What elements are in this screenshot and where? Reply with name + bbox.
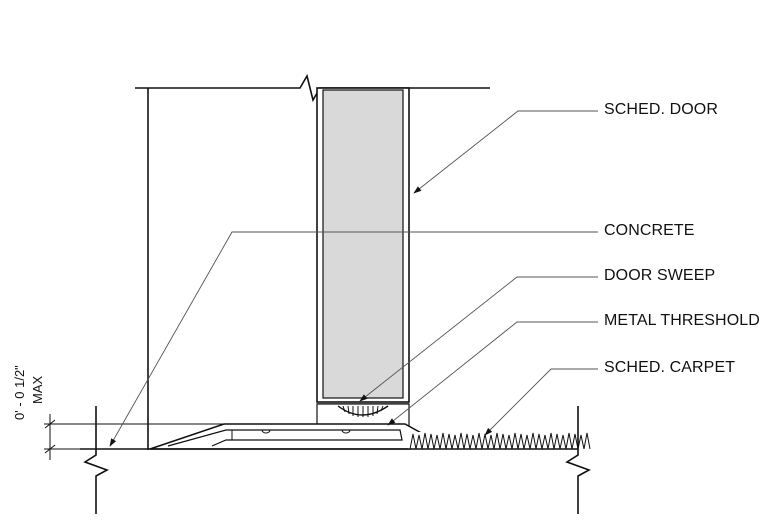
label-sched-carpet: SCHED. CARPET	[604, 359, 736, 376]
leader-door-sweep	[359, 276, 598, 402]
label-door-sweep: DOOR SWEEP	[604, 267, 716, 284]
leader-sched-carpet	[484, 368, 598, 436]
metal-threshold	[149, 423, 436, 450]
door-leaf	[316, 87, 410, 427]
label-concrete: CONCRETE	[604, 222, 695, 239]
concrete-wall	[135, 73, 490, 450]
leader-lines	[109, 110, 598, 447]
door-sweep	[337, 405, 389, 417]
label-metal-threshold: METAL THRESHOLD	[604, 312, 760, 329]
leader-concrete	[109, 231, 598, 447]
carpet	[408, 432, 591, 450]
dimension-value: 0' - 0 1/2"	[12, 365, 27, 420]
leader-metal-threshold	[387, 321, 598, 426]
leader-sched-door	[413, 110, 598, 194]
floor-slab	[80, 406, 591, 514]
label-sched-door: SCHED. DOOR	[604, 101, 718, 118]
dimension-line	[44, 414, 225, 460]
dimension-qualifier: MAX	[30, 375, 45, 404]
